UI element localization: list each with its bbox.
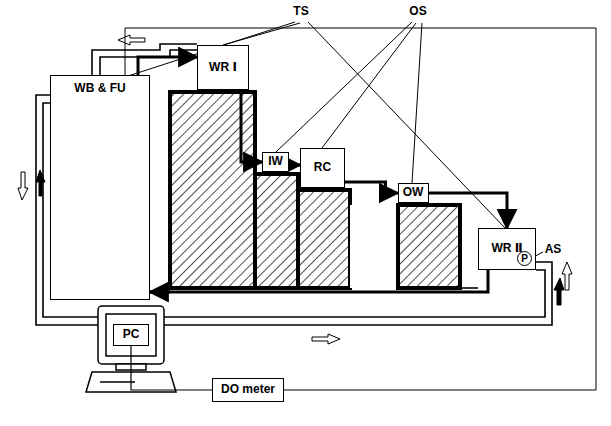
box-label: DO meter bbox=[221, 383, 275, 396]
reservoir-box: WR Ⅰ bbox=[197, 45, 249, 90]
tank-box: WB & FU bbox=[50, 75, 150, 300]
well-box: OW bbox=[398, 183, 429, 203]
box-label: IW bbox=[268, 155, 283, 168]
jacket-loop bbox=[36, 44, 552, 325]
box-label: WR Ⅰ bbox=[209, 61, 237, 74]
box-label: P bbox=[521, 253, 528, 264]
sensor-label: TS bbox=[292, 5, 309, 18]
flow-connector bbox=[289, 164, 300, 167]
well-box: IW bbox=[262, 152, 289, 172]
flow-connector bbox=[138, 57, 197, 75]
flow-connector bbox=[429, 193, 508, 228]
computer-box: PC bbox=[113, 324, 149, 346]
box-label: PC bbox=[123, 328, 140, 341]
meter-box: DO meter bbox=[212, 378, 284, 402]
flow-connector bbox=[345, 182, 398, 193]
chamber-box: RC bbox=[300, 148, 345, 188]
reservoir-box: WR ⅡP bbox=[478, 228, 536, 270]
flow-connector bbox=[131, 346, 212, 390]
sensor-cables bbox=[125, 22, 596, 390]
sensor-label: OS bbox=[408, 5, 427, 18]
flow-arrows bbox=[18, 35, 572, 344]
flow-connector bbox=[241, 90, 262, 162]
flow-connector bbox=[150, 270, 488, 292]
box-label: WB & FU bbox=[74, 82, 125, 95]
sensor-label: AS bbox=[544, 243, 563, 256]
box-label: RC bbox=[314, 161, 331, 174]
box-label: OW bbox=[403, 186, 424, 199]
pump-circle: P bbox=[517, 251, 532, 266]
hatched-steps bbox=[170, 92, 460, 288]
